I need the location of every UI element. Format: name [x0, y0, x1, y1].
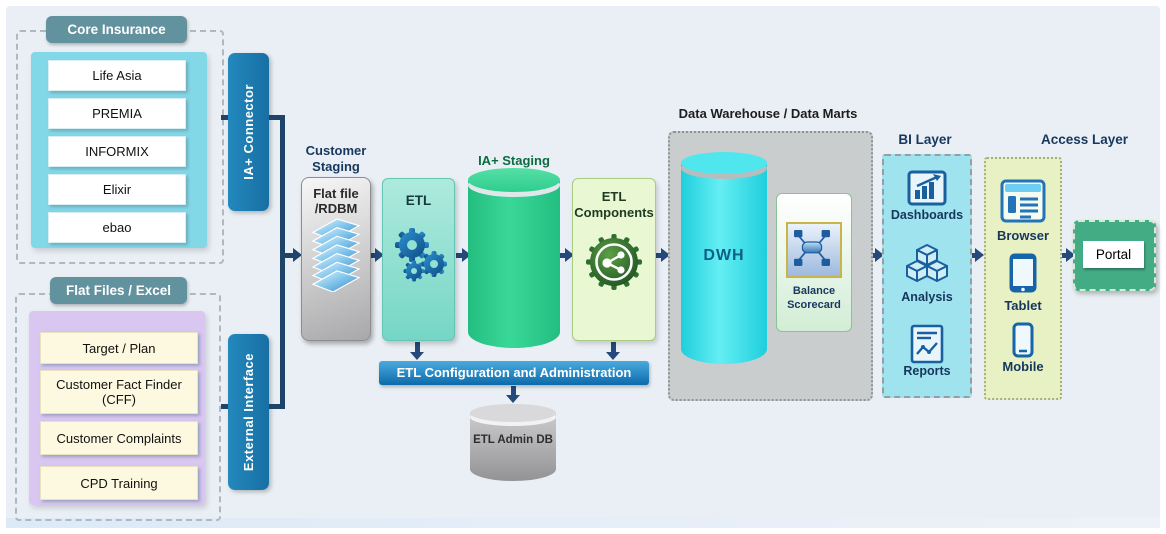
connector-trunk-line — [280, 115, 285, 409]
arrow-access-to-portal — [1059, 248, 1075, 262]
arrow-etl-to-config — [410, 342, 424, 360]
tablet-icon — [986, 252, 1060, 299]
connector-line — [221, 115, 228, 120]
etl-box: ETL — [382, 178, 455, 341]
bottom-accent-band — [6, 518, 1160, 528]
arrow-config-to-admin-db — [506, 386, 520, 403]
core-insurance-header: Core Insurance — [46, 16, 187, 43]
report-icon — [884, 324, 970, 369]
arrow-components-to-warehouse — [655, 248, 670, 262]
connector-line — [269, 404, 281, 409]
core-system-item: Elixir — [48, 174, 186, 205]
flat-file-item: Customer Complaints — [40, 421, 198, 455]
ia-connector-bar: IA+ Connector — [228, 53, 269, 211]
bi-item-label: Reports — [903, 364, 951, 378]
cylinder-top — [470, 404, 556, 422]
cylinder-body — [681, 164, 767, 364]
balance-scorecard-box: Balance Scorecard — [776, 193, 852, 332]
mobile-icon — [986, 322, 1060, 363]
access-item-label: Browser — [996, 228, 1050, 243]
bi-item-label: Analysis — [901, 290, 953, 304]
dwh-label: DWH — [703, 247, 745, 264]
data-warehouse-title: Data Warehouse / Data Marts — [678, 106, 858, 121]
bi-layer-panel: Dashboards Analysis — [882, 154, 972, 398]
core-system-item: ebao — [48, 212, 186, 243]
customer-staging-label: Customer Staging — [305, 143, 367, 174]
etl-configuration-bar: ETL Configuration and Administration — [379, 361, 649, 385]
scorecard-network-icon — [786, 222, 842, 278]
cylinder-body — [468, 181, 560, 348]
etl-components-box: ETL Components — [572, 178, 656, 341]
ia-staging-cylinder — [468, 168, 560, 348]
bi-layer-title: BI Layer — [898, 132, 952, 147]
browser-icon — [986, 179, 1060, 228]
external-interface-label: External Interface — [241, 352, 256, 472]
core-system-item: Life Asia — [48, 60, 186, 91]
flat-file-rdbm-box: Flat file /RDBM — [301, 177, 371, 341]
ia-connector-label: IA+ Connector — [241, 84, 256, 180]
portal-box: Portal — [1073, 220, 1156, 291]
arrow-components-to-config — [606, 342, 620, 360]
cylinder-top — [681, 152, 767, 174]
access-item-label: Mobile — [1002, 359, 1044, 374]
etl-components-label: ETL Components — [574, 189, 654, 220]
balance-scorecard-label: Balance Scorecard — [787, 285, 841, 311]
flat-files-header: Flat Files / Excel — [50, 277, 187, 304]
flat-file-item: Customer Fact Finder (CFF) — [40, 370, 198, 414]
arrow-ia-staging-to-components — [560, 248, 574, 262]
arrow-to-customer-staging — [285, 248, 302, 262]
external-interface-bar: External Interface — [228, 334, 269, 490]
etl-label: ETL — [405, 193, 432, 208]
files-stack-icon — [311, 218, 361, 293]
flat-file-rdbm-label: Flat file /RDBM — [313, 186, 359, 216]
flat-file-item: CPD Training — [40, 466, 198, 500]
access-layer-panel: Browser Tablet Mobile — [984, 157, 1062, 400]
connector-line — [221, 404, 228, 409]
flat-file-item: Target / Plan — [40, 332, 198, 364]
etl-admin-db-cylinder: ETL Admin DB — [470, 404, 556, 481]
access-layer-title: Access Layer — [1040, 132, 1129, 147]
core-system-item: PREMIA — [48, 98, 186, 129]
access-item-label: Tablet — [1004, 298, 1042, 313]
arrow-etl-to-ia-staging — [456, 248, 471, 262]
etl-admin-db-label: ETL Admin DB — [473, 434, 553, 446]
core-system-item: INFORMIX — [48, 136, 186, 167]
bi-item-label: Dashboards — [890, 208, 964, 222]
cubes-icon — [884, 242, 970, 289]
dwh-cylinder: DWH — [681, 152, 767, 364]
arrow-bi-to-access — [969, 248, 984, 262]
share-gear-icon — [586, 234, 642, 290]
arrow-flatfile-to-etl — [371, 248, 384, 262]
gears-icon — [394, 228, 447, 282]
connector-line — [269, 115, 281, 120]
portal-label: Portal — [1083, 241, 1144, 268]
dashboard-icon — [884, 170, 970, 213]
cylinder-top — [468, 168, 560, 192]
ia-staging-label: IA+ Staging — [478, 153, 550, 168]
